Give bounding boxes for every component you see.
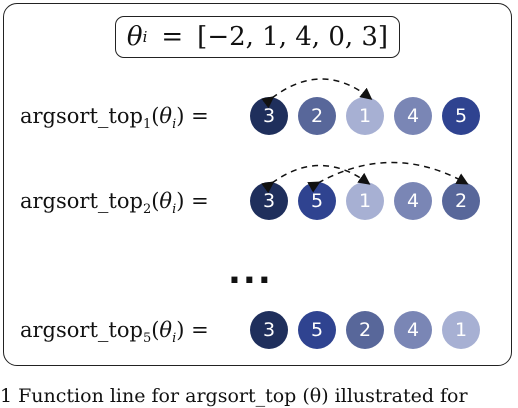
rank-circle: 4 — [394, 311, 432, 349]
rank-circle: 3 — [250, 311, 288, 349]
figure-caption: 1 Function line for argsort_top (θ) illu… — [0, 385, 468, 407]
row-label-close: ) = — [176, 104, 209, 128]
row-label-theta: θ — [159, 318, 173, 342]
swap-arrow-row2-b — [307, 161, 469, 193]
row-label-sub: 5 — [142, 331, 152, 346]
row-label-top5: argsort_top5(θi) = — [20, 316, 209, 353]
row-label-theta: θ — [159, 189, 173, 213]
rank-circle: 5 — [298, 311, 336, 349]
formula-values: [−2, 1, 4, 0, 3] — [197, 22, 389, 52]
rank-circle: 4 — [394, 97, 432, 135]
row-label-paren: ( — [151, 104, 160, 128]
row-label-theta-sub: i — [172, 202, 177, 217]
row-label-sub: 1 — [142, 117, 152, 132]
row-label-paren: ( — [151, 318, 160, 342]
row-label-theta-sub: i — [172, 331, 177, 346]
rank-circle: 1 — [442, 311, 480, 349]
row-label-theta: θ — [159, 104, 173, 128]
row-label-close: ) = — [176, 189, 209, 213]
row-label-sub: 2 — [142, 202, 152, 217]
row-label-main: argsort_top — [20, 189, 143, 213]
row-label-main: argsort_top — [20, 318, 143, 342]
row-label-main: argsort_top — [20, 104, 143, 128]
formula-theta-sub: i — [142, 28, 148, 46]
formula-equals: = — [161, 22, 184, 52]
row-label-paren: ( — [151, 189, 160, 213]
swap-arrow-row1 — [261, 78, 373, 109]
row-label-close: ) = — [176, 318, 209, 342]
row-label-top2: argsort_top2(θi) = — [20, 187, 209, 224]
row-label-theta-sub: i — [172, 117, 177, 132]
rank-circle: 5 — [442, 97, 480, 135]
rank-circle: 2 — [346, 311, 384, 349]
diagram-frame — [3, 3, 512, 366]
formula-theta: θ — [126, 22, 143, 52]
ellipsis: ... — [228, 252, 273, 292]
row-label-top1: argsort_top1(θi) = — [20, 102, 209, 139]
